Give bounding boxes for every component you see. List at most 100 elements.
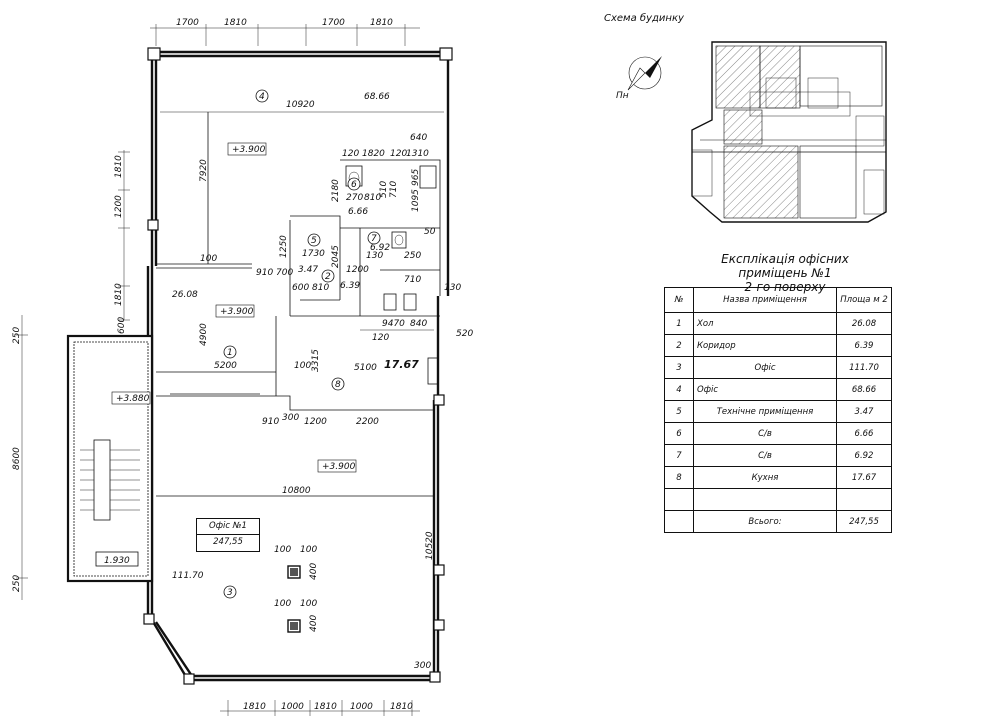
explication-title-line1: Експлікація офісних приміщень №1 bbox=[721, 252, 849, 280]
svg-text:1310: 1310 bbox=[406, 149, 429, 159]
room-1-area: 26.08 bbox=[172, 290, 198, 300]
header-number: № bbox=[664, 287, 694, 313]
svg-text:700: 700 bbox=[276, 268, 293, 278]
svg-text:250: 250 bbox=[404, 251, 421, 261]
svg-text:120: 120 bbox=[342, 149, 359, 159]
svg-text:910: 910 bbox=[256, 268, 273, 278]
svg-text:1200: 1200 bbox=[304, 417, 327, 427]
svg-text:965: 965 bbox=[411, 169, 421, 186]
svg-text:400: 400 bbox=[309, 615, 319, 632]
level-stair-bottom: 1.930 bbox=[104, 556, 130, 566]
level-marks: +3.900 +3.900 +3.900 bbox=[215, 142, 357, 473]
total-value: 247,55 bbox=[836, 510, 892, 533]
bottom-dimension-chain: 1810 1000 1810 1000 1810 bbox=[220, 700, 420, 716]
svg-text:640: 640 bbox=[410, 133, 427, 143]
svg-text:120: 120 bbox=[372, 333, 389, 343]
inner-dimensions: 10920 7920 120 1820 120 1310 640 2180 27… bbox=[117, 100, 473, 671]
svg-text:130: 130 bbox=[444, 283, 461, 293]
table-row-empty bbox=[664, 488, 892, 511]
svg-text:9470: 9470 bbox=[382, 319, 405, 329]
svg-text:130: 130 bbox=[366, 251, 383, 261]
table-header-row: № Назва приміщення Площа м 2 bbox=[664, 287, 892, 313]
room-8-number: 8 bbox=[335, 380, 341, 390]
dim-bottom-5: 1810 bbox=[390, 702, 413, 712]
svg-text:100: 100 bbox=[200, 254, 217, 264]
dim-left-8600: 8600 bbox=[12, 447, 22, 470]
header-room-name: Назва приміщення bbox=[693, 287, 837, 313]
office3-columns bbox=[287, 565, 301, 633]
room-labels: 4 68.66 1 26.08 2 6.39 3 111.70 5 3.47 6… bbox=[172, 89, 419, 599]
sanitary-fixtures bbox=[345, 165, 439, 385]
room-2-area: 6.39 bbox=[340, 281, 360, 291]
svg-text:810: 810 bbox=[312, 283, 329, 293]
north-label: Пн bbox=[616, 91, 629, 101]
room-4-area: 68.66 bbox=[364, 92, 390, 102]
svg-text:3315: 3315 bbox=[311, 349, 321, 372]
svg-text:10520: 10520 bbox=[425, 531, 435, 560]
room-7-area: 6.92 bbox=[370, 243, 390, 253]
left-dimension-chain: 1810 1200 1810 250 8600 250 bbox=[12, 150, 130, 600]
dim-top-3: 1700 bbox=[322, 18, 345, 28]
building-scheme: Пн bbox=[616, 41, 887, 223]
svg-text:270: 270 bbox=[346, 193, 363, 203]
svg-text:2045: 2045 bbox=[331, 245, 341, 268]
svg-text:5100: 5100 bbox=[354, 363, 377, 373]
dim-bottom-1: 1810 bbox=[243, 702, 266, 712]
room-2-number: 2 bbox=[325, 272, 331, 282]
svg-text:810: 810 bbox=[364, 193, 381, 203]
svg-text:710: 710 bbox=[404, 275, 421, 285]
svg-text:910: 910 bbox=[262, 417, 279, 427]
svg-text:50: 50 bbox=[424, 227, 436, 237]
svg-text:100: 100 bbox=[294, 361, 311, 371]
room-3-number: 3 bbox=[227, 588, 233, 598]
svg-text:300: 300 bbox=[414, 661, 431, 671]
staircase: 1.930 +3.880 bbox=[66, 334, 154, 583]
room-6-area: 6.66 bbox=[348, 207, 368, 217]
svg-text:600: 600 bbox=[292, 283, 309, 293]
svg-text:1200: 1200 bbox=[346, 265, 369, 275]
room-1-number: 1 bbox=[227, 348, 233, 358]
dim-left-3: 1810 bbox=[114, 283, 124, 306]
svg-text:10920: 10920 bbox=[286, 100, 315, 110]
level-hall: +3.900 bbox=[220, 307, 254, 317]
room-8-area: 17.67 bbox=[384, 358, 419, 371]
level-stair-top: +3.880 bbox=[116, 394, 150, 404]
office-label-box: Офіс №1 247,55 bbox=[196, 518, 260, 552]
dim-bottom-2: 1000 bbox=[281, 702, 304, 712]
svg-text:100: 100 bbox=[300, 545, 317, 555]
total-label: Всього: bbox=[693, 510, 837, 533]
room-6-number: 6 bbox=[351, 180, 357, 190]
svg-text:120: 120 bbox=[390, 149, 407, 159]
room-4-number: 4 bbox=[259, 92, 265, 102]
level-office3: +3.900 bbox=[322, 462, 356, 472]
dim-left-250b: 250 bbox=[12, 575, 22, 592]
dim-top-4: 1810 bbox=[370, 18, 393, 28]
svg-text:600: 600 bbox=[117, 317, 127, 334]
svg-text:7920: 7920 bbox=[199, 159, 209, 182]
room-5-area: 3.47 bbox=[298, 265, 318, 275]
svg-text:100: 100 bbox=[274, 599, 291, 609]
svg-text:1730: 1730 bbox=[302, 249, 325, 259]
room-3-area: 111.70 bbox=[172, 571, 204, 581]
dim-left-2: 1200 bbox=[114, 195, 124, 218]
top-dimension-chain: 1700 1810 1700 1810 bbox=[150, 18, 420, 46]
svg-text:2180: 2180 bbox=[331, 179, 341, 202]
table-total-row: Всього:247,55 bbox=[664, 510, 892, 533]
office-label-title: Офіс №1 bbox=[197, 519, 259, 535]
svg-text:100: 100 bbox=[300, 599, 317, 609]
dim-left-1: 1810 bbox=[114, 155, 124, 178]
dim-bottom-3: 1810 bbox=[314, 702, 337, 712]
room-5-number: 5 bbox=[311, 236, 317, 246]
svg-text:1095: 1095 bbox=[411, 189, 421, 212]
svg-text:400: 400 bbox=[309, 563, 319, 580]
